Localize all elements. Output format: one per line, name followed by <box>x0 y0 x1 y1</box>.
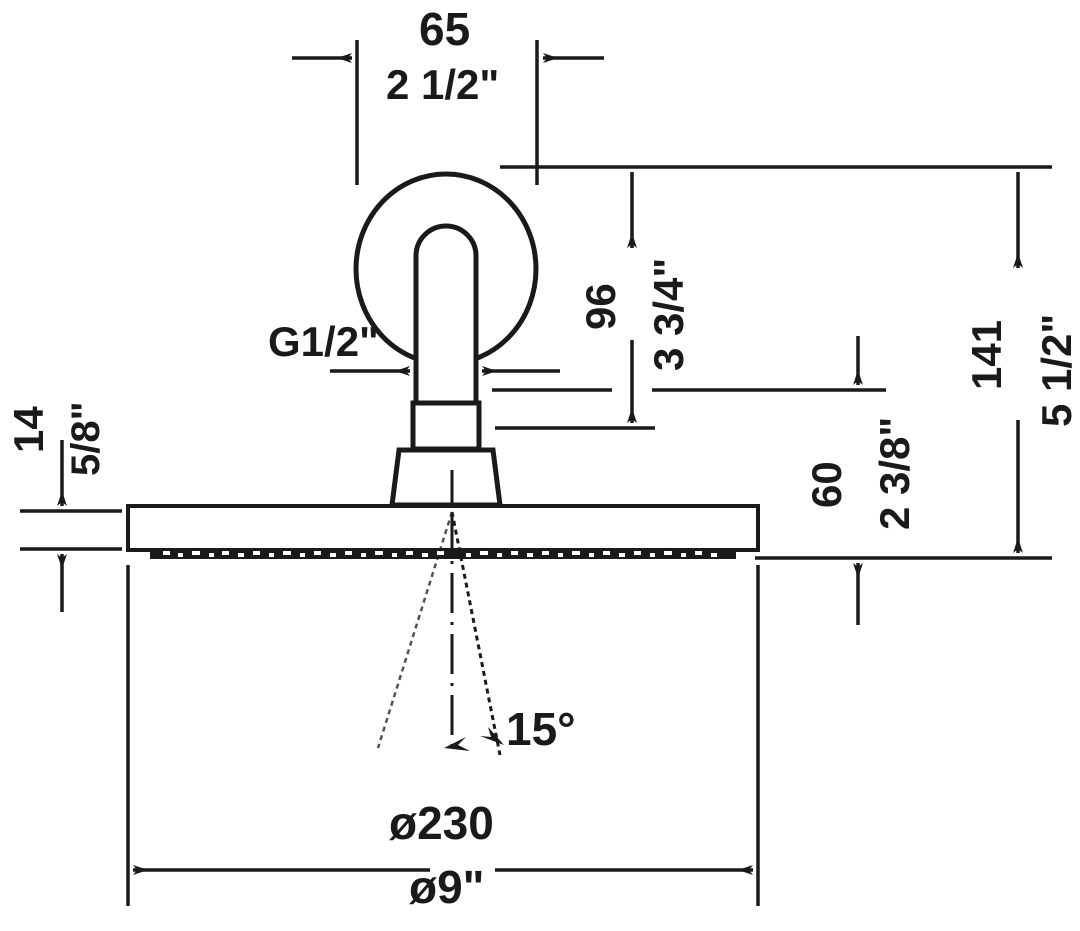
label-65-metric: 65 <box>419 3 471 55</box>
label-96-metric: 96 <box>577 283 624 330</box>
label-14-metric: 14 <box>5 406 52 453</box>
label-spray-angle: 15° <box>506 703 576 755</box>
arm-collar <box>410 400 482 452</box>
nozzle-band <box>150 550 736 559</box>
label-thread-g12: G1/2" <box>268 318 379 365</box>
angle-arrow-right <box>480 727 504 745</box>
dim-65-wall-to-arm <box>292 40 604 185</box>
shower-arm-tube <box>413 223 479 407</box>
label-141-metric: 141 <box>963 319 1010 390</box>
label-141-imperial: 5 1/2" <box>1033 313 1080 427</box>
label-60-metric: 60 <box>803 461 850 508</box>
reference-lines <box>492 165 1052 560</box>
head-mount-base <box>389 447 503 508</box>
dim-14-plate-thickness <box>20 440 122 612</box>
label-65-imperial: 2 1/2" <box>386 61 500 108</box>
label-diameter-metric: ø230 <box>389 797 494 849</box>
label-14-imperial: 5/8" <box>64 401 108 476</box>
spray-cone <box>376 511 504 756</box>
label-diameter-imperial: ø9" <box>409 861 485 913</box>
product-outline <box>126 171 760 559</box>
head-plate-body <box>126 504 760 552</box>
dim-diameter-230 <box>126 565 760 906</box>
label-60-imperial: 2 3/8" <box>871 416 918 530</box>
label-96-imperial: 3 3/4" <box>645 257 692 371</box>
angle-arrow-left <box>444 737 470 751</box>
